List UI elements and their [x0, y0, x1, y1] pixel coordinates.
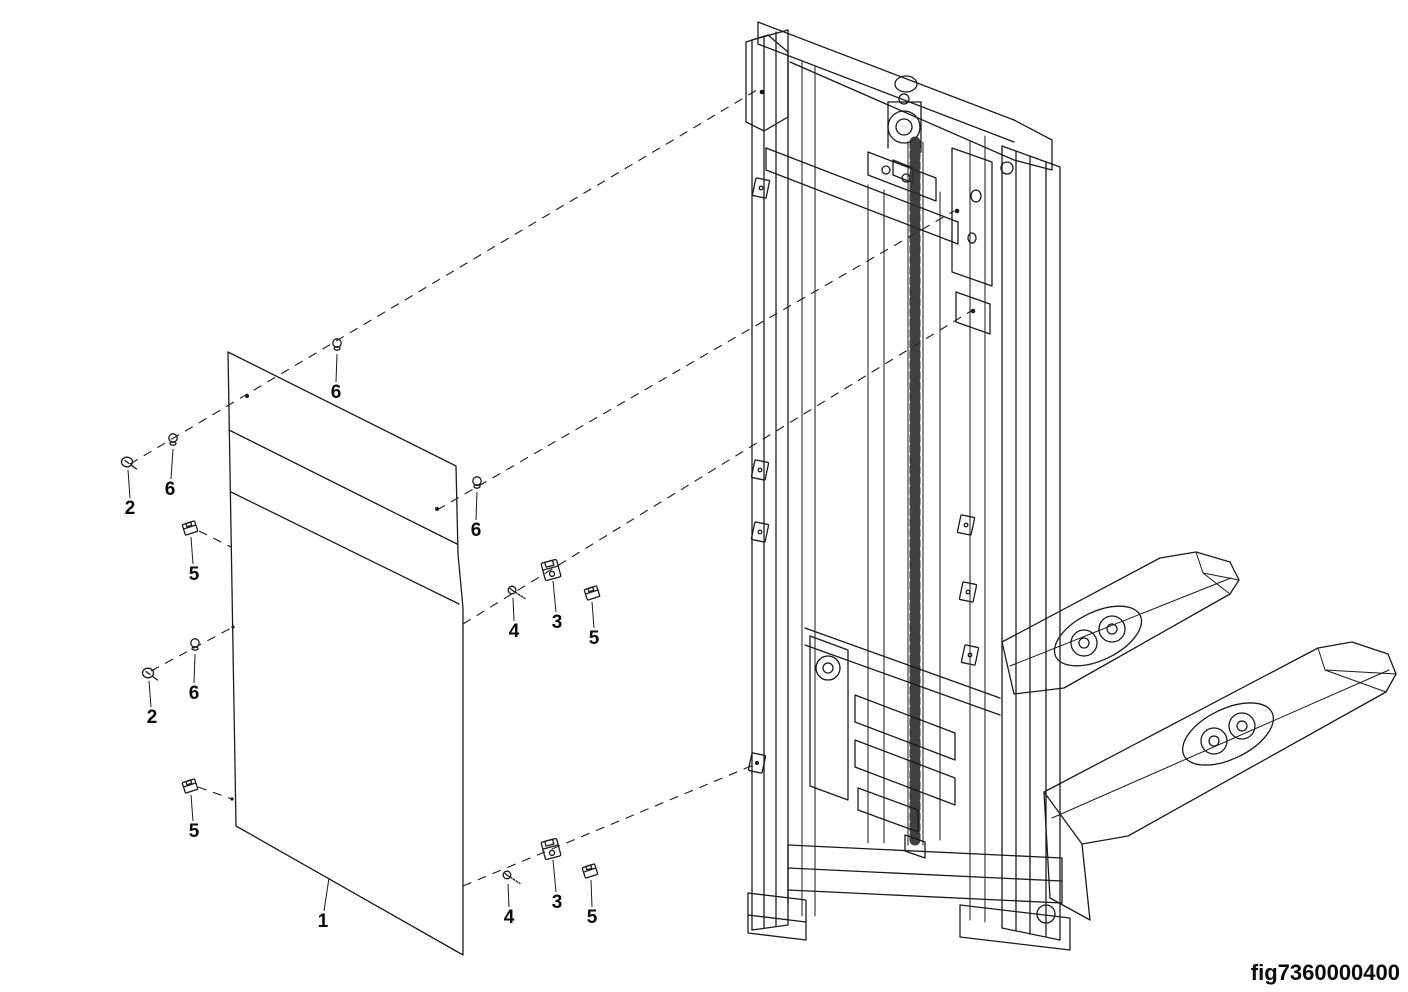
lift-chain [904, 136, 926, 859]
callout-6: 6 [471, 520, 482, 541]
rivet-part-6 [168, 433, 178, 446]
panel-crease-bottom [230, 491, 460, 605]
clip-nut-part-5 [583, 585, 601, 601]
callout-5: 5 [189, 564, 200, 585]
fasteners [120, 338, 601, 885]
panel-hole [230, 797, 234, 801]
rivet-part-6 [472, 476, 482, 489]
mast-right-rail [1001, 145, 1061, 941]
callout-4: 4 [504, 907, 515, 928]
mast-base-frame [747, 844, 1071, 951]
callout-1: 1 [318, 911, 329, 932]
callout-6: 6 [165, 479, 176, 500]
fork-lower [1043, 641, 1397, 921]
callout-5: 5 [589, 628, 600, 649]
mast-inner-channels [801, 61, 986, 923]
panel-part [227, 351, 464, 956]
clamp-part-3 [540, 558, 562, 582]
rail-mounting-pads [747, 177, 980, 774]
rivet-part-6 [332, 338, 342, 351]
screw-part-2 [120, 456, 138, 470]
clip-nut-part-5 [181, 778, 199, 794]
callout-2: 2 [125, 498, 136, 519]
callout-3: 3 [552, 612, 563, 633]
screw-part-4 [507, 585, 526, 600]
screw-part-2 [141, 667, 159, 681]
panel-hole [245, 394, 249, 398]
panel-outline [227, 351, 464, 956]
clip-nut-part-5 [581, 863, 599, 879]
screw-part-4 [502, 870, 521, 885]
mast-assembly [745, 21, 1397, 951]
panel-hole [435, 507, 439, 511]
clip-nut-part-5 [181, 520, 199, 536]
fork-upper [1001, 551, 1240, 695]
callout-5: 5 [189, 821, 200, 842]
panel-crease-top [228, 429, 458, 545]
chain-sprocket [887, 93, 922, 153]
assembly-projection-lines [129, 89, 972, 887]
chain-anchor-plate [867, 151, 937, 202]
callout-6: 6 [189, 683, 200, 704]
callout-labels: 6 2 6 5 6 4 3 5 2 6 5 1 4 3 5 [125, 382, 600, 932]
panel-hole [231, 625, 235, 629]
figure-id: fig7360000400 [1251, 960, 1400, 985]
mast-left-rail [751, 29, 789, 931]
clamp-part-3 [540, 837, 562, 861]
callout-5: 5 [587, 907, 598, 928]
callout-4: 4 [509, 621, 520, 642]
callout-2: 2 [147, 707, 158, 728]
fork-carriage [804, 627, 1001, 833]
rivet-part-6 [190, 638, 200, 651]
callout-leader-lines [127, 353, 595, 912]
mast-crossbar [765, 147, 959, 245]
mast-right-brackets [951, 147, 993, 335]
callout-3: 3 [552, 892, 563, 913]
callout-6: 6 [331, 382, 342, 403]
